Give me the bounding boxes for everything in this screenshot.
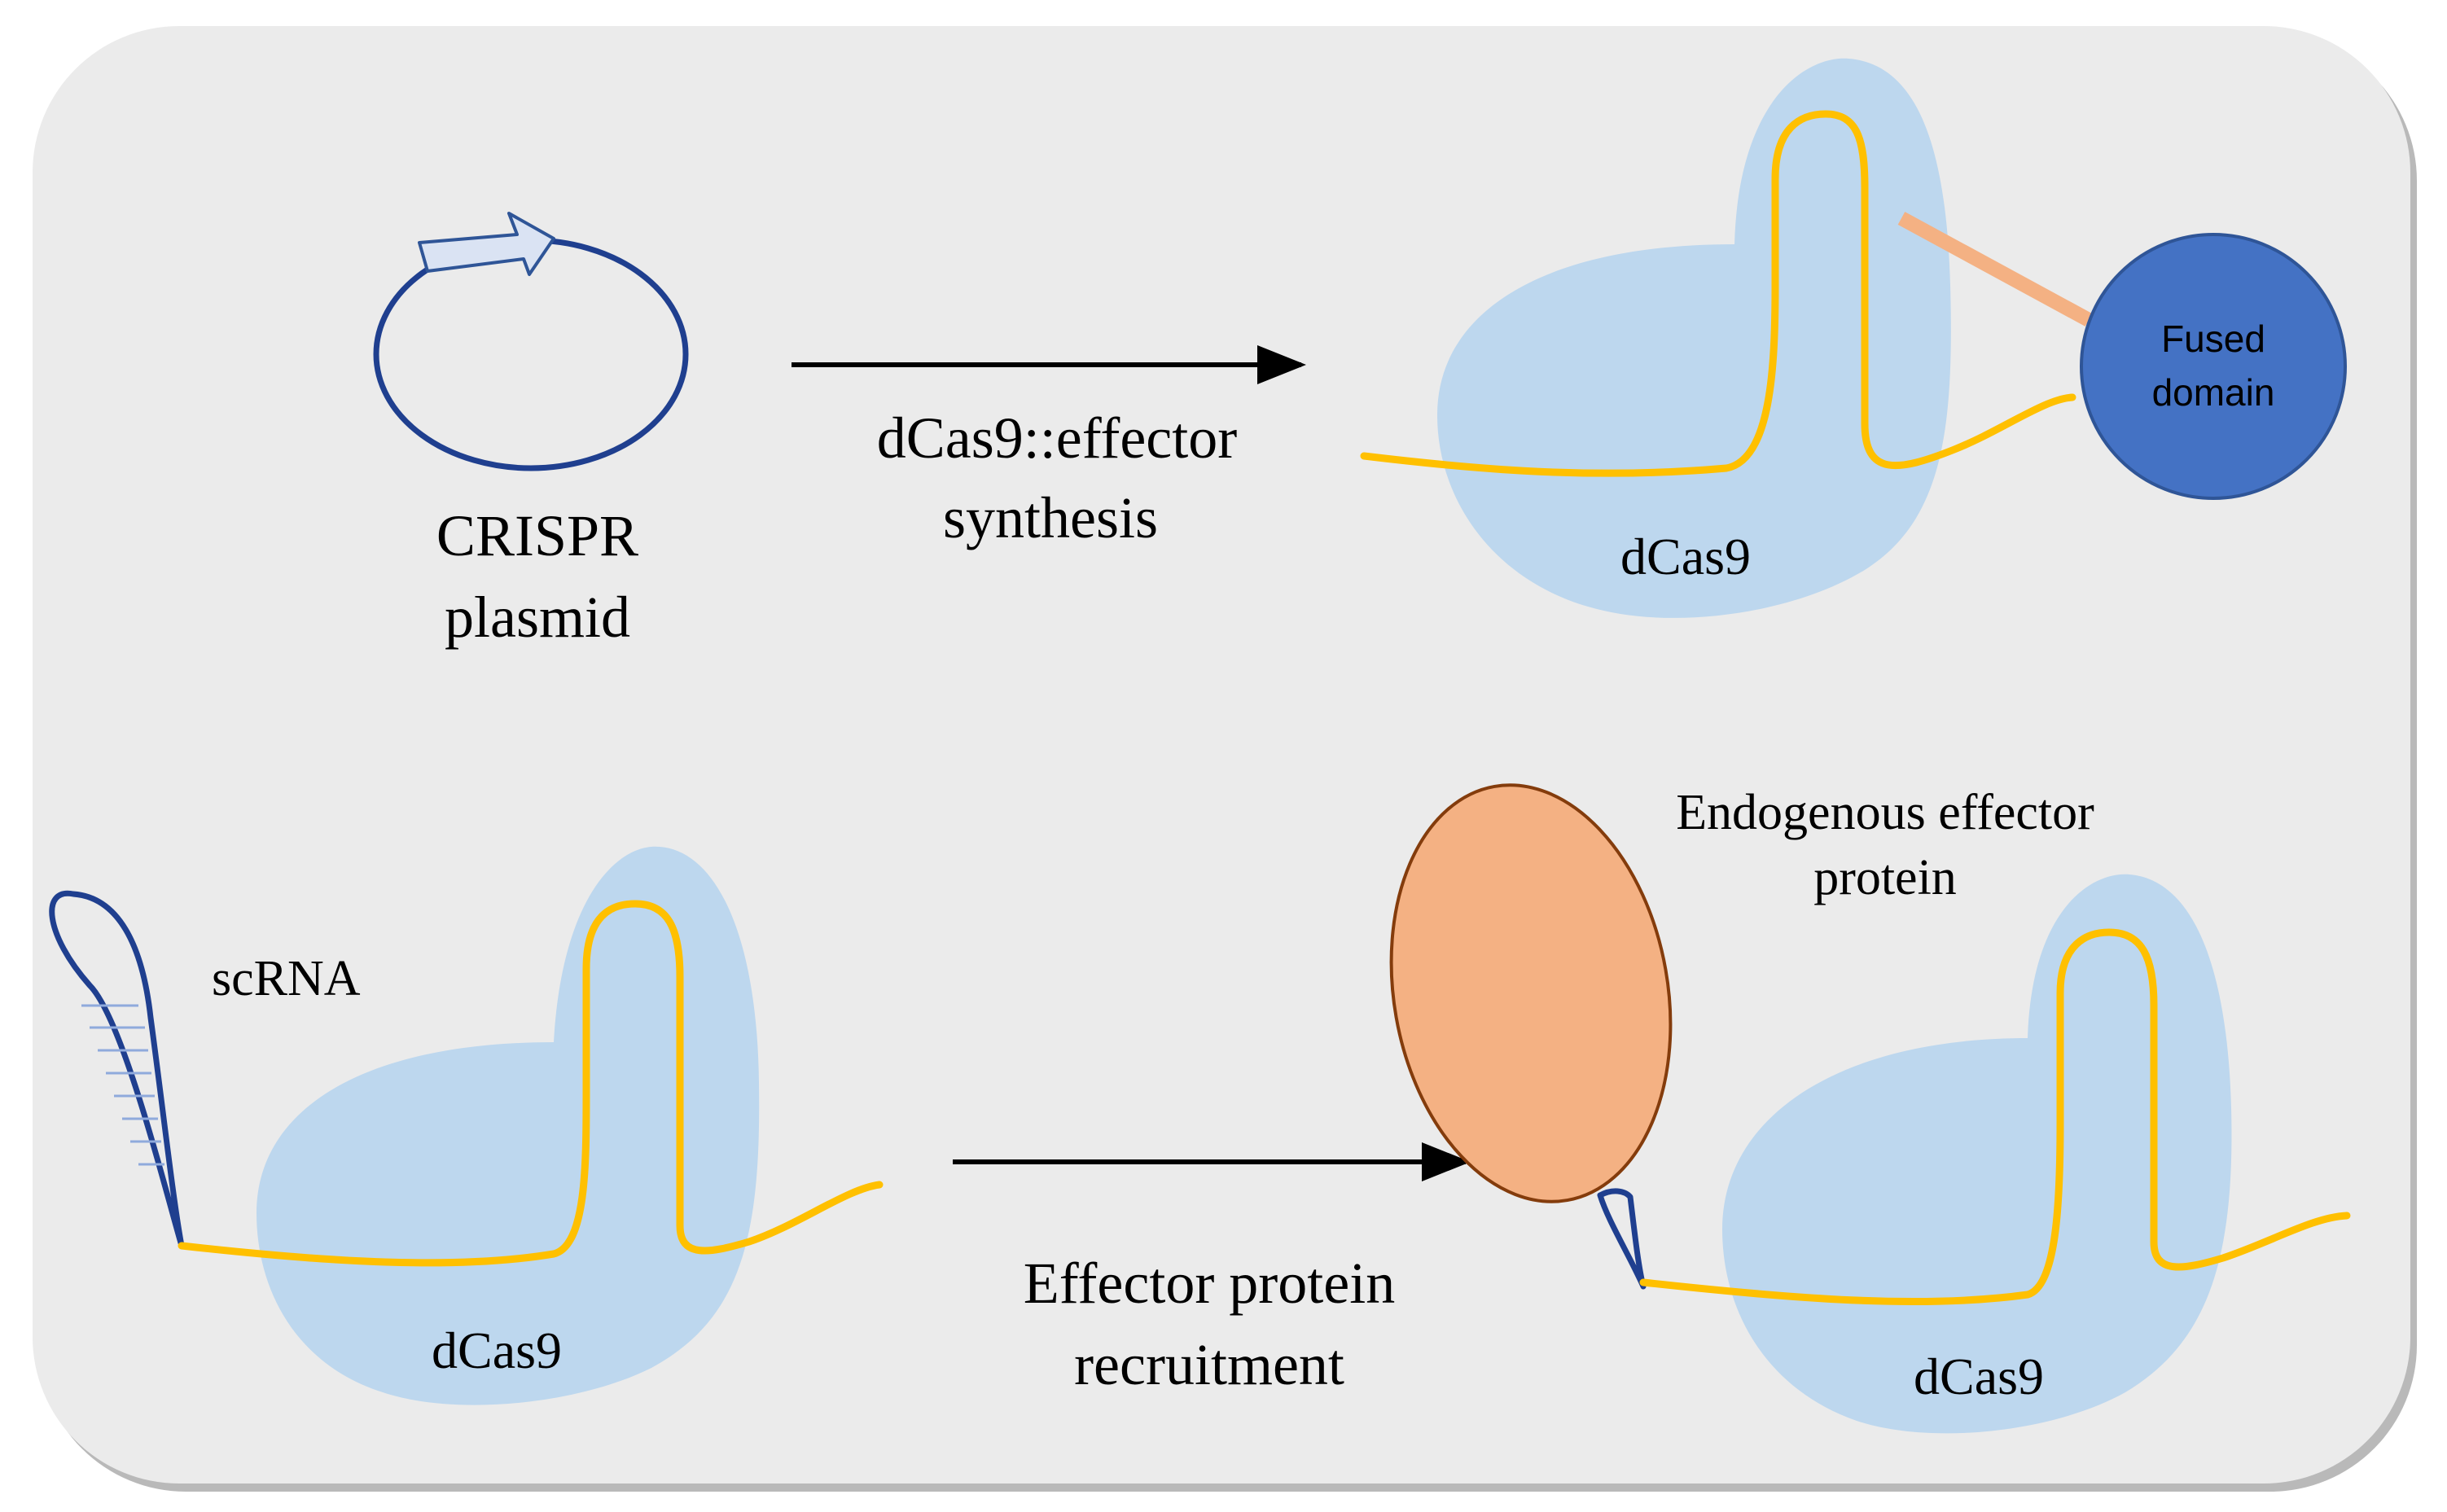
scrna-base-pairs [81, 1004, 164, 1166]
synthesis-label-line1: dCas9::effector [877, 405, 1238, 471]
dcas9-top-label: dCas9 [1620, 528, 1751, 585]
rna-strand-bottom-left [178, 900, 884, 1267]
dcas9-bottom-left [178, 846, 884, 1405]
plasmid-label-line1: CRISPR [436, 503, 638, 568]
plasmid-label-line2: plasmid [445, 585, 630, 650]
dcas9-recruitment-complex [1389, 783, 2351, 1434]
fused-domain [2080, 233, 2347, 500]
dcas9-bottom-right-label: dCas9 [1914, 1348, 2044, 1405]
fused-domain-label-line1: Fused [2161, 318, 2265, 360]
synthesis-label-line2: synthesis [943, 485, 1158, 550]
crispr-plasmid [373, 212, 689, 471]
dcas9-fused-complex: Fused domain [1360, 58, 2347, 618]
scrna-label: scRNA [212, 951, 361, 1006]
scrna-stub-right [1597, 1188, 1647, 1290]
dcas9-bottom-right-body [1722, 874, 2232, 1434]
endogenous-effector-label-line2: protein [1813, 850, 1957, 905]
dcas9-top-body [1437, 58, 1951, 618]
scrna-hairpin-outline [49, 890, 185, 1249]
recruitment-label-line2: recruitment [1074, 1332, 1344, 1397]
dcas9-bottom-left-label: dCas9 [432, 1321, 562, 1379]
rna-strand-top [1360, 110, 2076, 477]
rna-strand-bottom-right [1639, 928, 2351, 1306]
scrna-hairpin [49, 890, 185, 1249]
endogenous-effector-label-line1: Endogenous effector [1676, 785, 2094, 840]
recruitment-label-line1: Effector protein [1024, 1251, 1395, 1316]
endogenous-effector-protein [1389, 783, 1673, 1203]
promoter-arrow-icon [418, 212, 555, 276]
fused-domain-label-line2: domain [2152, 371, 2275, 414]
linker [1897, 212, 2093, 327]
